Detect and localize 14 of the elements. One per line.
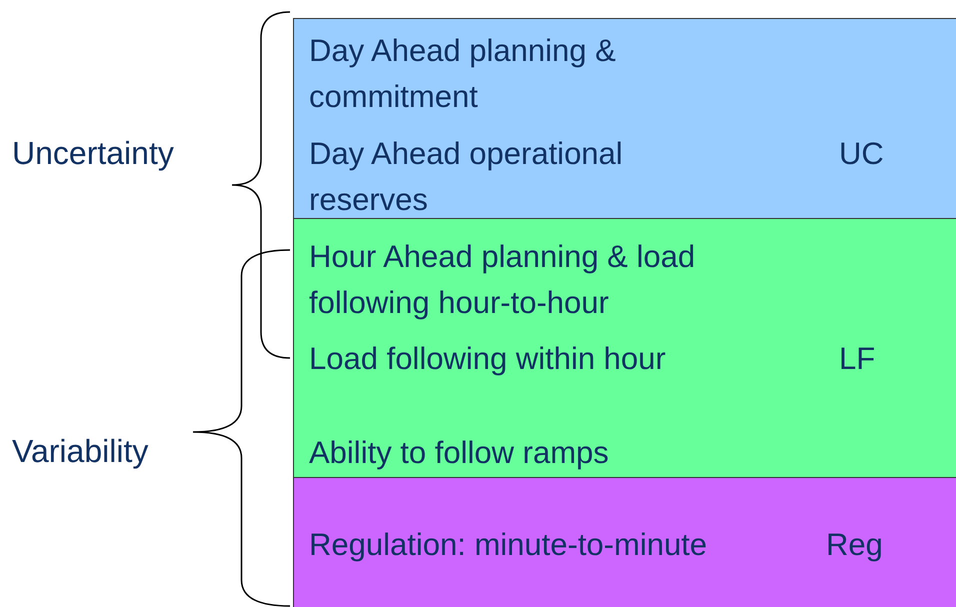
band	[293, 218, 956, 478]
band-code: Reg	[826, 526, 884, 564]
band	[293, 477, 956, 607]
group-label: Variability	[12, 432, 148, 471]
band-code: LF	[839, 340, 876, 378]
task-text: Load following within hour	[309, 340, 667, 378]
group-label: Uncertainty	[12, 134, 174, 173]
band	[293, 18, 956, 219]
task-text: Day Ahead planning & commitment	[309, 32, 617, 116]
task-text: Day Ahead operational reserves	[309, 135, 624, 219]
task-text: Hour Ahead planning & load following hour-to-hour	[309, 238, 696, 322]
task-text: Regulation: minute-to-minute	[309, 526, 708, 564]
task-text: Ability to follow ramps	[309, 434, 610, 472]
band-code: UC	[839, 135, 885, 173]
